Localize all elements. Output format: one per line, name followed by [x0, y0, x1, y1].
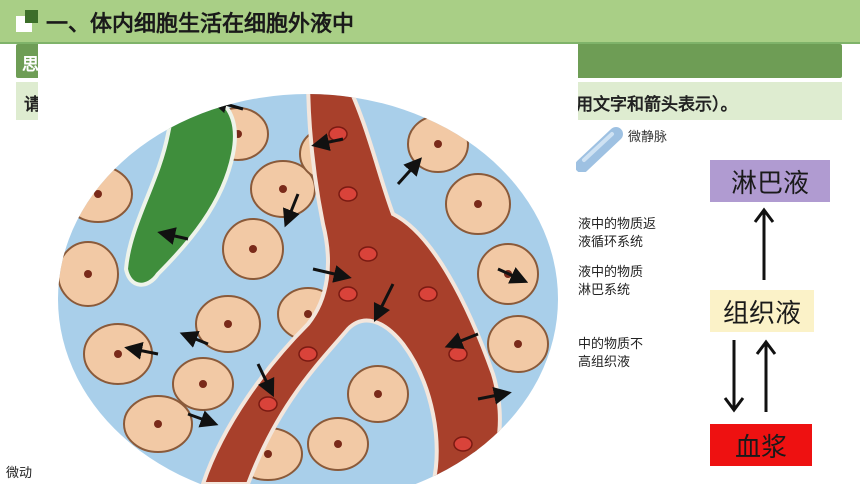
lymph-box: 淋巴液 — [710, 160, 830, 202]
note-line: 液循环系统 — [578, 235, 644, 250]
instruction-text: 用文字和箭头表示）。 — [576, 95, 738, 115]
arrow-up-icon — [755, 339, 777, 412]
tissue-illustration-svg — [58, 94, 558, 486]
note-line: 高组织液 — [578, 355, 631, 370]
tissue-illustration — [38, 44, 578, 486]
footer-fragment: 微动 — [6, 466, 33, 481]
arrow-down-icon — [723, 340, 745, 413]
page-title: 一、体内细胞生活在细胞外液中 — [46, 12, 355, 37]
note-tissue-fluid: 中的物质不 高组织液 — [578, 336, 643, 372]
note-blood-return: 液中的物质返 液循环系统 — [578, 216, 656, 252]
square-bullet-icon — [16, 10, 38, 32]
tissue-fluid-box: 组织液 — [710, 290, 814, 332]
note-line: 淋巴系统 — [578, 283, 631, 298]
title-bar — [0, 0, 860, 44]
question-band-label: 思 — [22, 55, 39, 75]
arrow-up-icon — [753, 207, 775, 280]
venule-tube-icon — [576, 127, 623, 172]
instruction-lead: 请 — [24, 95, 41, 115]
plasma-box: 血浆 — [710, 424, 812, 466]
note-line: 液中的物质 — [578, 265, 644, 280]
note-lymph-entry: 液中的物质 淋巴系统 — [578, 264, 643, 300]
note-line: 中的物质不 — [578, 337, 644, 352]
note-line: 液中的物质返 — [578, 217, 657, 232]
venule-label: 微静脉 — [628, 130, 668, 145]
